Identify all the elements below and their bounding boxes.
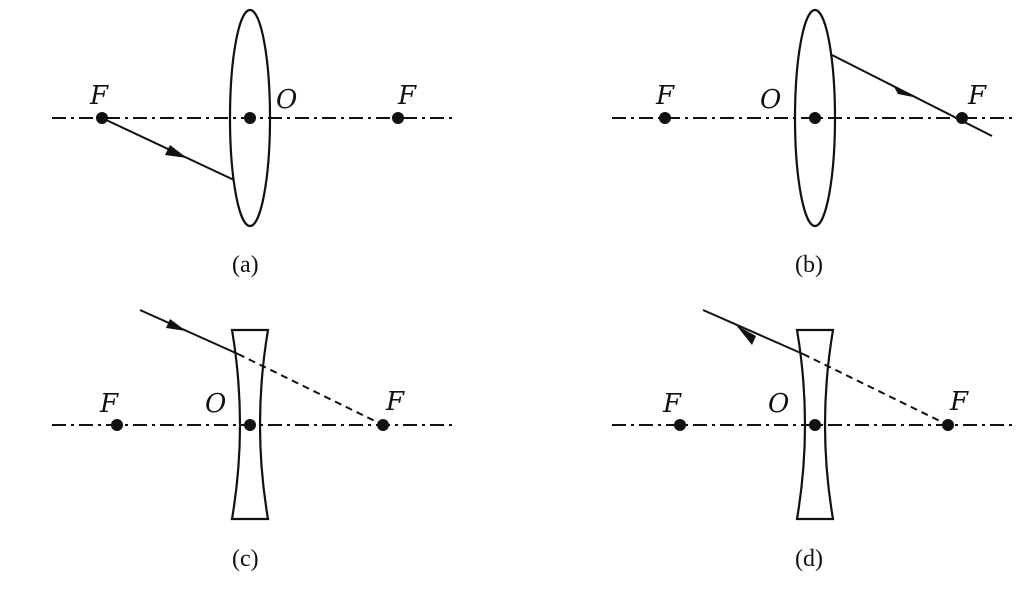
focus-right-label: F bbox=[967, 81, 987, 111]
panel-c: F O F (c) bbox=[52, 309, 452, 572]
ray-extension bbox=[237, 353, 384, 426]
focus-left-label: F bbox=[99, 389, 119, 419]
optical-center-label: O bbox=[276, 85, 297, 115]
optical-center-label: O bbox=[205, 389, 226, 419]
caption-c: (c) bbox=[232, 546, 259, 572]
ray-direction-arrow bbox=[166, 319, 186, 331]
optical-center-dot bbox=[809, 112, 821, 124]
focus-left-label: F bbox=[655, 81, 675, 111]
focus-left-dot bbox=[674, 419, 686, 431]
focus-left-dot bbox=[111, 419, 123, 431]
caption-b: (b) bbox=[795, 252, 823, 278]
focus-right-label: F bbox=[397, 81, 417, 111]
caption-d: (d) bbox=[795, 546, 823, 572]
panel-a: F O F (a) bbox=[52, 8, 452, 278]
incident-ray bbox=[702, 309, 804, 355]
focus-right-dot bbox=[392, 112, 404, 124]
optical-center-label: O bbox=[768, 389, 789, 419]
focus-right-dot bbox=[956, 112, 968, 124]
ray-direction-arrow bbox=[165, 145, 187, 158]
panel-d: F O F (d) bbox=[612, 309, 1012, 572]
convex-lens bbox=[793, 8, 837, 228]
focus-left-dot bbox=[659, 112, 671, 124]
focus-left-label: F bbox=[89, 81, 109, 111]
optical-center-label: O bbox=[760, 85, 781, 115]
incident-ray bbox=[139, 309, 239, 355]
optical-center-dot bbox=[244, 112, 256, 124]
concave-lens bbox=[795, 328, 835, 521]
ray-direction-arrow bbox=[736, 325, 756, 345]
panel-b: F O F (b) bbox=[612, 8, 1012, 278]
concave-lens bbox=[230, 328, 270, 521]
ray-direction-arrow bbox=[893, 85, 918, 98]
convex-lens bbox=[228, 8, 272, 228]
optical-center-dot bbox=[244, 419, 256, 431]
focus-right-label: F bbox=[949, 387, 969, 417]
focus-left-label: F bbox=[662, 389, 682, 419]
ray-extension bbox=[802, 353, 949, 426]
caption-a: (a) bbox=[232, 252, 259, 278]
focus-right-label: F bbox=[385, 387, 405, 417]
optical-center-dot bbox=[809, 419, 821, 431]
